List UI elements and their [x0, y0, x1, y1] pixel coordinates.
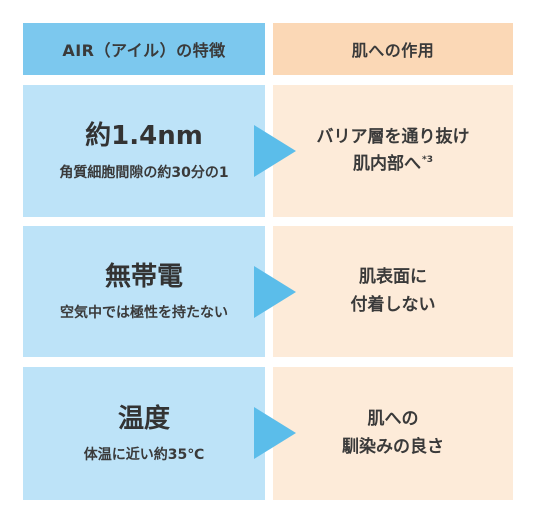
feature-title: 無帯電: [104, 261, 183, 292]
effect-cell-adhesion: 肌表面に 付着しない: [273, 226, 513, 357]
header-effect-label: 肌への作用: [351, 41, 435, 60]
feature-title: 温度: [117, 403, 170, 434]
feature-title: 約1.4nm: [85, 121, 203, 152]
header-effect-cell: 肌への作用: [273, 23, 513, 75]
feature-cell-temperature: 温度 体温に近い約35℃: [23, 367, 265, 500]
header-feature-cell: AIR（アイル）の特徴: [23, 23, 265, 75]
effect-footnote: *3: [422, 155, 433, 166]
effect-line-1: 肌への: [367, 409, 419, 430]
arrow-right-icon: [254, 125, 296, 177]
feature-subtitle: 体温に近い約35℃: [83, 447, 205, 464]
feature-subtitle: 空気中では極性を持たない: [60, 305, 228, 322]
arrow-right-icon: [254, 266, 296, 318]
effect-line-2: 肌内部へ: [353, 154, 422, 174]
effect-line-2-wrap: 肌内部へ*3: [353, 151, 433, 178]
effect-line-2: 付着しない: [350, 294, 436, 315]
effect-line-1: バリア層を通り抜け: [316, 126, 470, 147]
effect-cell-affinity: 肌への 馴染みの良さ: [273, 367, 513, 500]
effect-line-1: 肌表面に: [359, 267, 427, 288]
feature-cell-charge: 無帯電 空気中では極性を持たない: [23, 226, 265, 357]
header-feature-label: AIR（アイル）の特徴: [62, 41, 226, 60]
feature-subtitle: 角質細胞間隙の約30分の1: [59, 164, 229, 181]
feature-cell-size: 約1.4nm 角質細胞間隙の約30分の1: [23, 85, 265, 217]
effect-cell-penetration: バリア層を通り抜け 肌内部へ*3: [273, 85, 513, 217]
arrow-right-icon: [254, 407, 296, 459]
effect-line-2: 馴染みの良さ: [342, 436, 444, 457]
